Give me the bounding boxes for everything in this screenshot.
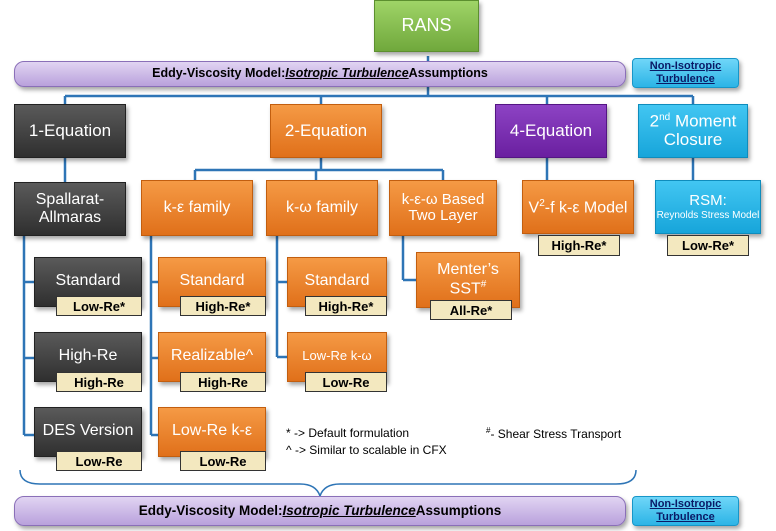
note-default: * -> Default formulation (286, 426, 410, 440)
rsm-tag: Low-Re* (667, 235, 749, 256)
sa-standard-label: Standard (55, 272, 121, 289)
rsm-tag-text: Low-Re* (682, 238, 734, 253)
top-banner-suffix: Assumptions (408, 66, 488, 81)
ke-realizable-tag-text: High-Re (198, 374, 248, 390)
kw-family-node: k-ω family (266, 180, 378, 236)
ke-standard-tag: High-Re* (180, 296, 266, 316)
ke-realizable-label: Realizable^ (170, 347, 254, 364)
ke-lowre-node: Low-Re k-ε (158, 407, 266, 457)
spalart-allmaras-node: Spallarat-Allmaras (14, 182, 126, 236)
sa-standard-tag-text: Low-Re* (73, 298, 125, 314)
kw-standard-tag-text: High-Re* (318, 298, 374, 314)
ke-lowre-label: Low-Re k-ε (171, 422, 253, 439)
kw-lowre-tag: Low-Re (305, 372, 387, 392)
two-equation-label: 2-Equation (284, 120, 368, 140)
kw-standard-tag: High-Re* (305, 296, 387, 316)
four-equation-label: 4-Equation (509, 120, 593, 140)
sa-des-node: DES Version (34, 407, 142, 457)
second-moment-pre: 2 (649, 111, 660, 131)
v2f-node: V2-f k-ε Model (522, 180, 634, 234)
v2f-pre: V (528, 198, 540, 216)
v2f-post: -f k-ε Model (544, 198, 628, 216)
rans-label: RANS (401, 15, 452, 36)
v2f-sup: 2 (539, 197, 545, 209)
ke-standard-label: Standard (179, 272, 245, 289)
sst-tag: All-Re* (430, 300, 512, 320)
sst-label: Menter’s SST# (417, 261, 519, 298)
sst-label-text: Menter’s SST (437, 261, 499, 297)
top-banner-emphasis: Isotropic Turbulence (285, 66, 409, 81)
non-isotropic-top: Non-Isotropic Turbulence (632, 58, 739, 88)
kw-standard-label: Standard (304, 272, 370, 289)
ke-realizable-tag: High-Re (180, 372, 266, 392)
one-equation-node: 1-Equation (14, 104, 126, 158)
top-banner: Eddy-Viscosity Model: Isotropic Turbulen… (14, 61, 626, 87)
rsm-node: RSM: Reynolds Stress Model (655, 180, 761, 234)
bottom-banner-prefix: Eddy-Viscosity Model: (138, 502, 283, 518)
two-equation-node: 2-Equation (270, 104, 382, 158)
note-similar: ^ -> Similar to scalable in CFX (286, 443, 447, 457)
kw-family-label: k-ω family (285, 199, 359, 217)
sa-des-label: DES Version (42, 422, 134, 439)
non-isotropic-bottom-line2: Turbulence (656, 511, 715, 523)
non-isotropic-bottom: Non-Isotropic Turbulence (632, 496, 739, 526)
sa-highre-tag-text: High-Re (74, 374, 124, 390)
note-sst: #- Shear Stress Transport (486, 426, 621, 441)
non-isotropic-bottom-line1: Non-Isotropic (649, 498, 722, 511)
sa-standard-tag: Low-Re* (56, 296, 142, 316)
top-banner-prefix: Eddy-Viscosity Model: (152, 66, 286, 81)
spalart-allmaras-label: Spallarat-Allmaras (35, 191, 105, 226)
rans-node: RANS (374, 0, 479, 52)
non-isotropic-line2: Turbulence (656, 73, 715, 85)
second-moment-post: Moment Closure (663, 111, 737, 150)
ke-standard-tag-text: High-Re* (195, 298, 251, 314)
one-equation-label: 1-Equation (28, 120, 112, 140)
ke-lowre-tag-text: Low-Re (199, 453, 247, 469)
kew-two-layer-label: k-ε-ω Based Two Layer (401, 190, 485, 224)
ke-family-node: k-ε family (141, 180, 253, 236)
non-isotropic-line1: Non-Isotropic (649, 60, 722, 73)
second-moment-label: 2nd Moment Closure (639, 112, 747, 150)
second-moment-node: 2nd Moment Closure (638, 104, 748, 158)
sa-highre-tag: High-Re (56, 372, 142, 392)
ke-lowre-tag: Low-Re (180, 451, 266, 471)
v2f-tag: High-Re* (538, 235, 620, 256)
kew-two-layer-node: k-ε-ω Based Two Layer (389, 180, 497, 236)
kw-lowre-tag-text: Low-Re (322, 374, 370, 390)
second-moment-sup: nd (659, 111, 671, 123)
note-sst-mark: # (486, 426, 491, 435)
rsm-label: RSM: (689, 192, 727, 210)
grouping-brace (19, 469, 637, 499)
rsm-small: Reynolds Stress Model (656, 209, 760, 221)
sa-des-tag-text: Low-Re (75, 453, 123, 469)
bottom-banner-emphasis: Isotropic Turbulence (282, 502, 416, 518)
sa-highre-label: High-Re (58, 347, 118, 364)
sst-tag-text: All-Re* (449, 302, 493, 318)
sa-des-tag: Low-Re (56, 451, 142, 471)
kw-lowre-label: Low-Re k-ω (302, 348, 372, 363)
four-equation-node: 4-Equation (495, 104, 607, 158)
v2f-tag-text: High-Re* (551, 238, 607, 253)
bottom-banner: Eddy-Viscosity Model: Isotropic Turbulen… (14, 496, 626, 526)
v2f-label: V2-f k-ε Model (529, 198, 628, 217)
bottom-banner-suffix: Assumptions (415, 502, 502, 518)
ke-family-label: k-ε family (163, 199, 231, 217)
note-sst-text: - Shear Stress Transport (490, 427, 622, 441)
sst-sup: # (480, 278, 487, 290)
